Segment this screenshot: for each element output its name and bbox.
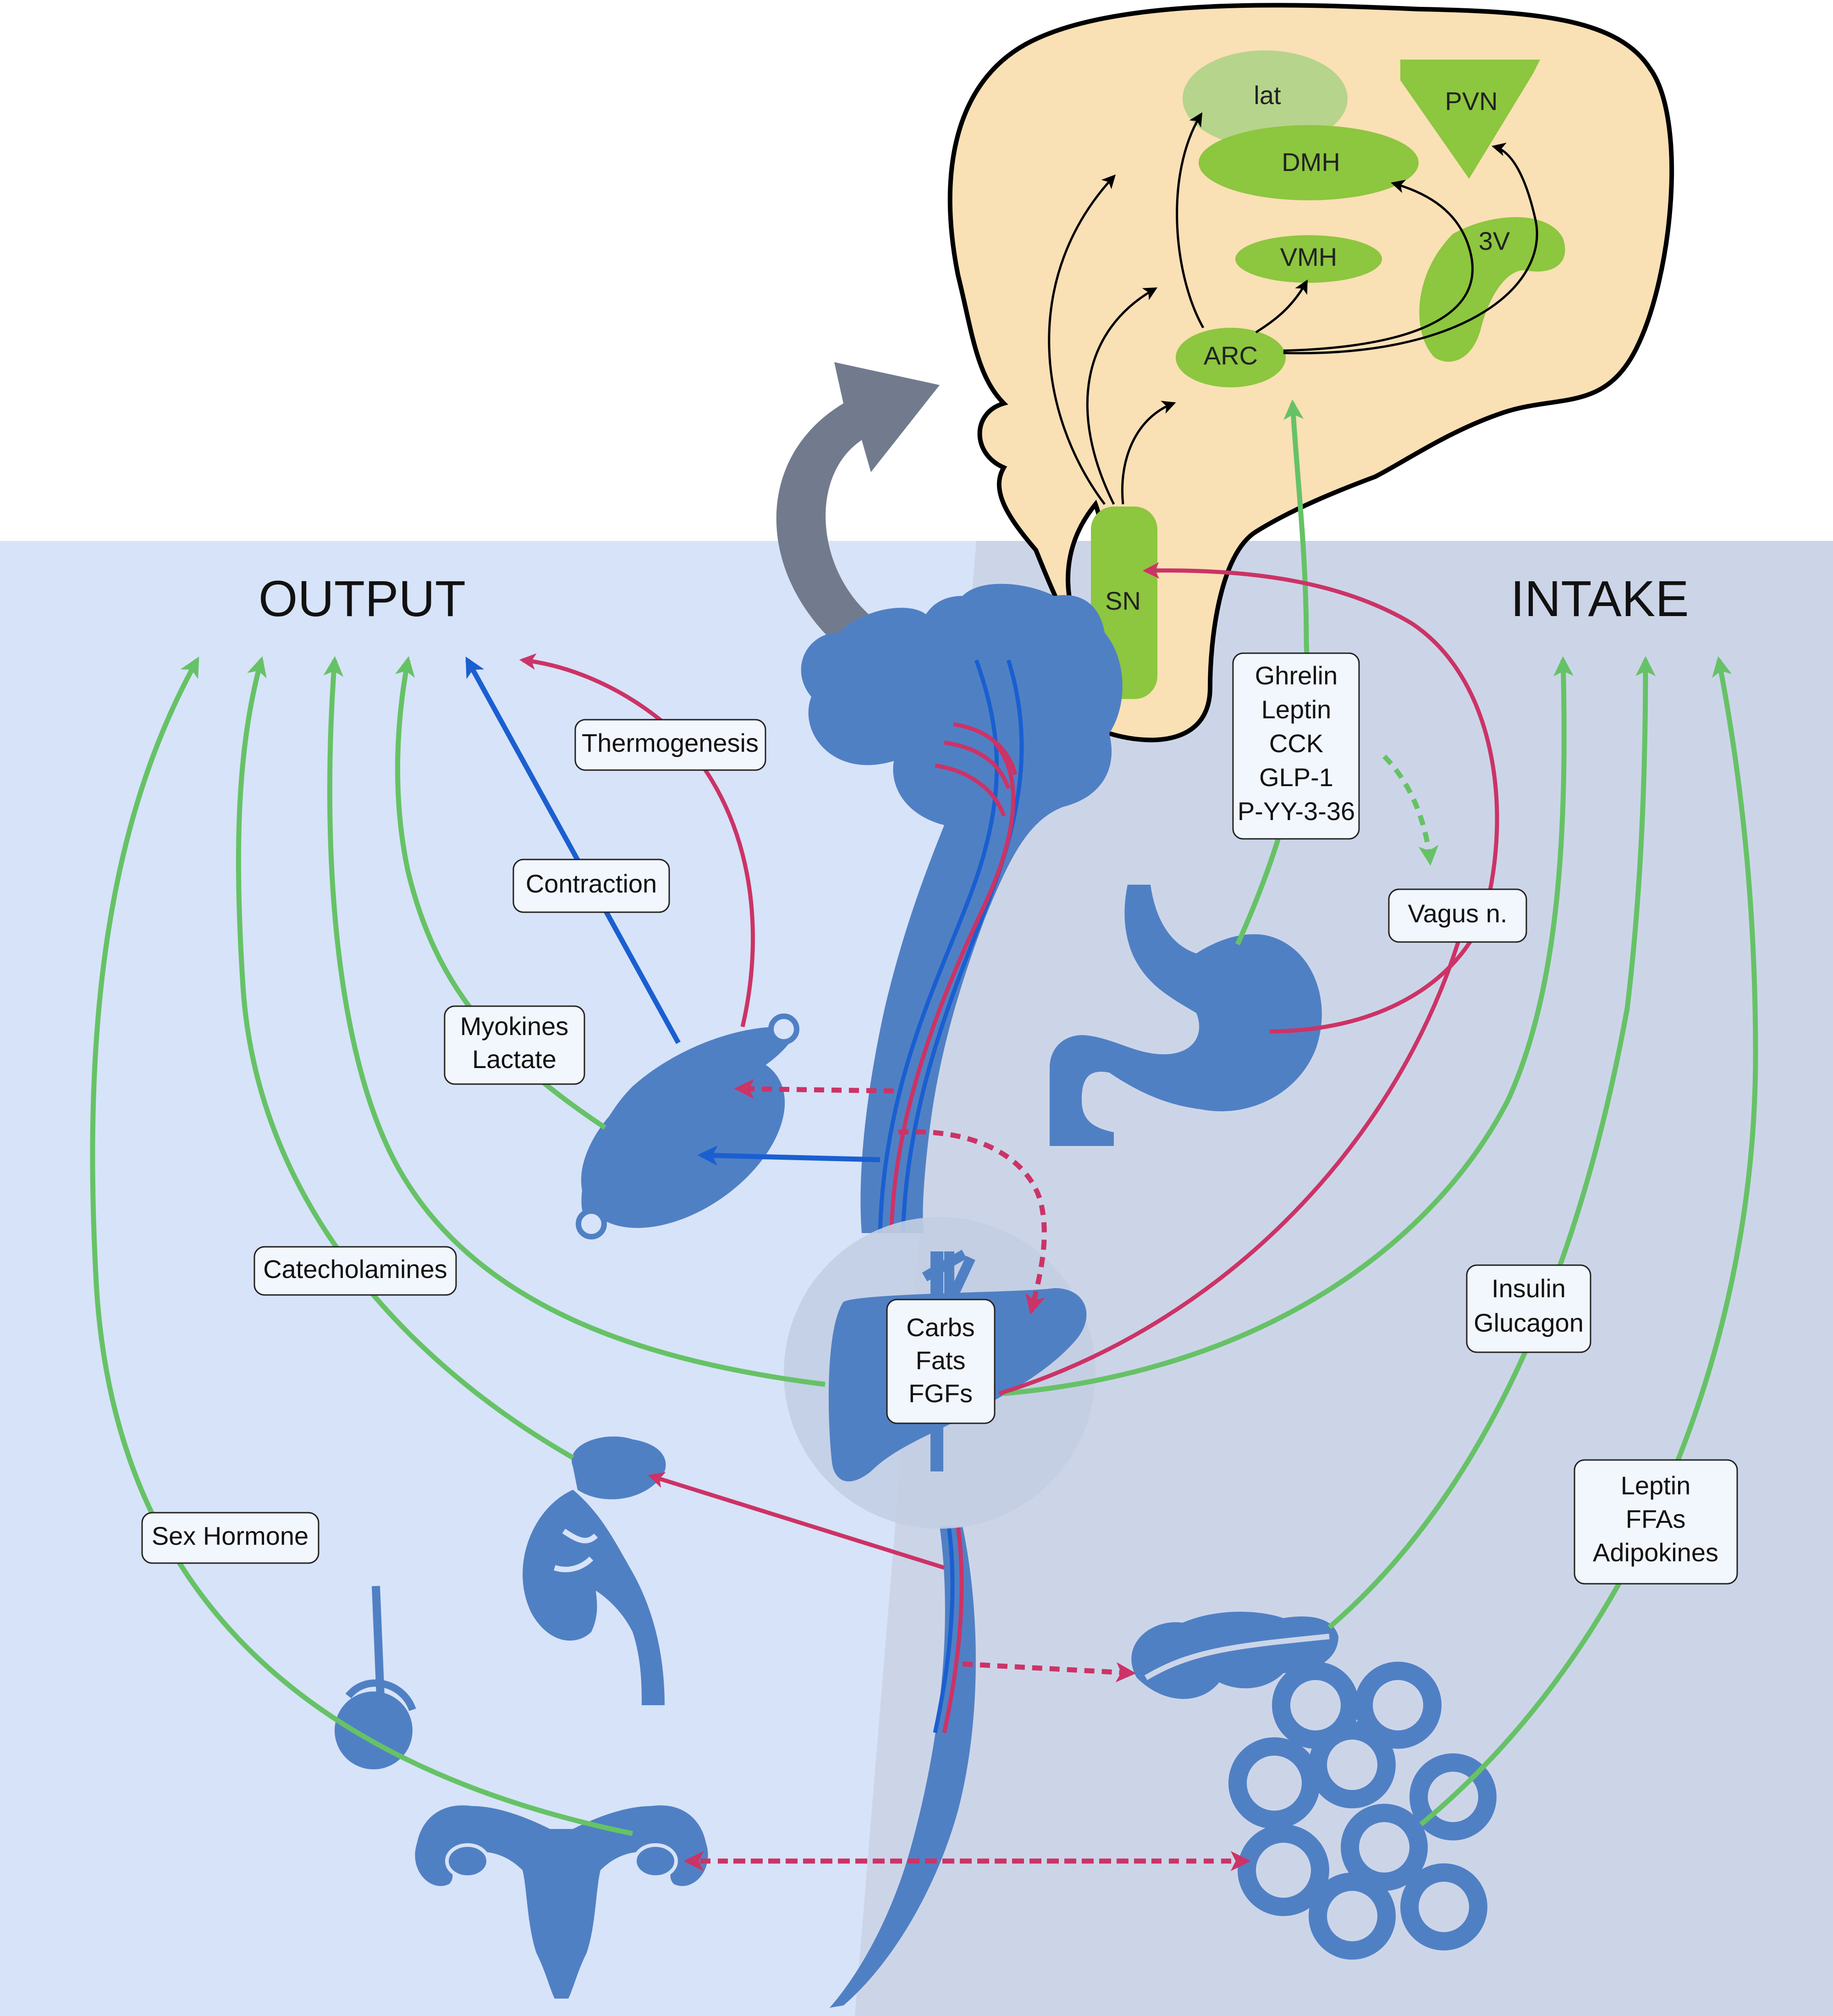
thermogenesis-box: Thermogenesis [574,719,766,771]
contraction-box: Contraction [512,859,670,913]
kidney-adrenal-icon [523,1436,666,1705]
arrow-cord-pancreas-dashed [962,1661,1136,1683]
region-vmh [1235,235,1382,283]
vagus-label: Vagus n. [1408,899,1508,928]
region-sn-label: SN [1105,586,1141,615]
heading-output: OUTPUT [259,571,466,627]
hormone-item: Ghrelin [1255,661,1338,690]
projection-sn-vmh-side [1086,287,1158,505]
catecholamines-box: Catecholamines [253,1246,457,1296]
tract-lower-pink [942,1526,964,1733]
liver-metabolites-box: Carbs Fats FGFs [886,1299,996,1424]
adipose-item: FFAs [1626,1504,1686,1533]
thermogenesis-label: Thermogenesis [582,728,759,757]
tract-pink-fan-2 [935,763,1006,817]
cerebellum-brainstem [801,584,1123,1234]
tract-pink-fan-3 [953,722,1018,776]
insulin-box: Insulin Glucagon [1466,1264,1591,1353]
hormone-item: Leptin [1261,695,1332,724]
region-vmh-label: VMH [1280,242,1337,271]
projection-arc-pvn [1283,143,1538,354]
uterus-icon [415,1805,708,1999]
projection-arc-lat [1176,112,1205,329]
hormone-item: P-YY-3-36 [1238,797,1355,826]
region-dmh [1199,125,1419,200]
arrow-liver-vagus [998,911,1469,1396]
arrow-muscle-contraction [465,656,681,1044]
region-pvn [1400,60,1540,179]
blue-motor-arrows [465,656,881,1166]
arrow-catecholamines-output [236,656,574,1460]
projection-sn-arc [1121,401,1176,505]
pancreas-icon [1131,1612,1338,1699]
catecholamines-label: Catecholamines [263,1255,447,1283]
region-lat [1183,50,1348,147]
adipocytes-icon [1228,1662,1497,1960]
myokines-item: Myokines [460,1012,569,1041]
pink-dashed-arrows [683,1079,1251,1871]
myokines-item: Lactate [472,1045,556,1074]
liver-metabolite-item: FGFs [908,1379,973,1408]
neural-projections [1048,112,1538,505]
adipose-box: Leptin FFAs Adipokines [1574,1459,1738,1585]
tract-lower-blue [933,1526,955,1733]
arrow-cord-muscle-dashed [734,1079,894,1099]
arrow-adipose-intake [1419,656,1758,1827]
adipose-item: Adipokines [1593,1538,1718,1567]
liver-metabolite-item: Carbs [906,1313,974,1342]
projection-arc-vmh [1255,279,1308,334]
hormone-list-box: Ghrelin Leptin CCK GLP-1 P-YY-3-36 [1232,652,1360,840]
arrow-cord-kidney [648,1472,945,1570]
liver-metabolite-item: Fats [916,1346,966,1375]
arrow-cord-muscle [697,1145,881,1166]
spinal-tracts [878,659,1024,1733]
region-lat-label: lat [1254,81,1281,110]
tract-pink-fan-1 [944,740,1011,789]
region-3v-label: 3V [1479,226,1510,255]
region-dmh-label: DMH [1282,148,1340,176]
sex-hormone-label: Sex Hormone [152,1521,308,1550]
hormone-item: CCK [1269,729,1323,758]
arrow-liver-intake [1003,656,1574,1396]
arrow-cord-liver-dashed [898,1129,1047,1315]
green-signal-arrows [90,399,1758,1836]
projection-sn-lat [1048,174,1116,505]
muscle-icon [576,1014,799,1239]
insulin-item: Insulin [1492,1274,1566,1303]
arrow-hormones-vagus-dashed [1382,755,1439,866]
vagus-box: Vagus n. [1388,888,1527,943]
sex-hormone-box: Sex Hormone [141,1512,319,1564]
arrow-pancreas-intake [1327,656,1656,1630]
region-pvn-label: PVN [1445,87,1497,116]
insulin-item: Glucagon [1474,1308,1584,1337]
stomach-icon [1050,885,1322,1146]
region-arc-label: ARC [1204,341,1258,370]
heading-intake: INTAKE [1510,571,1689,627]
arrow-vagus-sn [1142,562,1499,1034]
arrow-sex-hormone-output [90,656,633,1836]
arrow-liver-output [323,656,826,1387]
projection-arc-dmh [1283,180,1474,352]
adipose-item: Leptin [1621,1471,1691,1500]
tract-pink [889,741,1015,1234]
contraction-label: Contraction [526,869,657,898]
myokines-box: Myokines Lactate [444,1005,585,1085]
hormone-item: GLP-1 [1259,763,1333,792]
region-arc [1176,328,1286,387]
feedback-gray-arrow [776,362,940,651]
tract-blue-1 [878,659,999,1234]
